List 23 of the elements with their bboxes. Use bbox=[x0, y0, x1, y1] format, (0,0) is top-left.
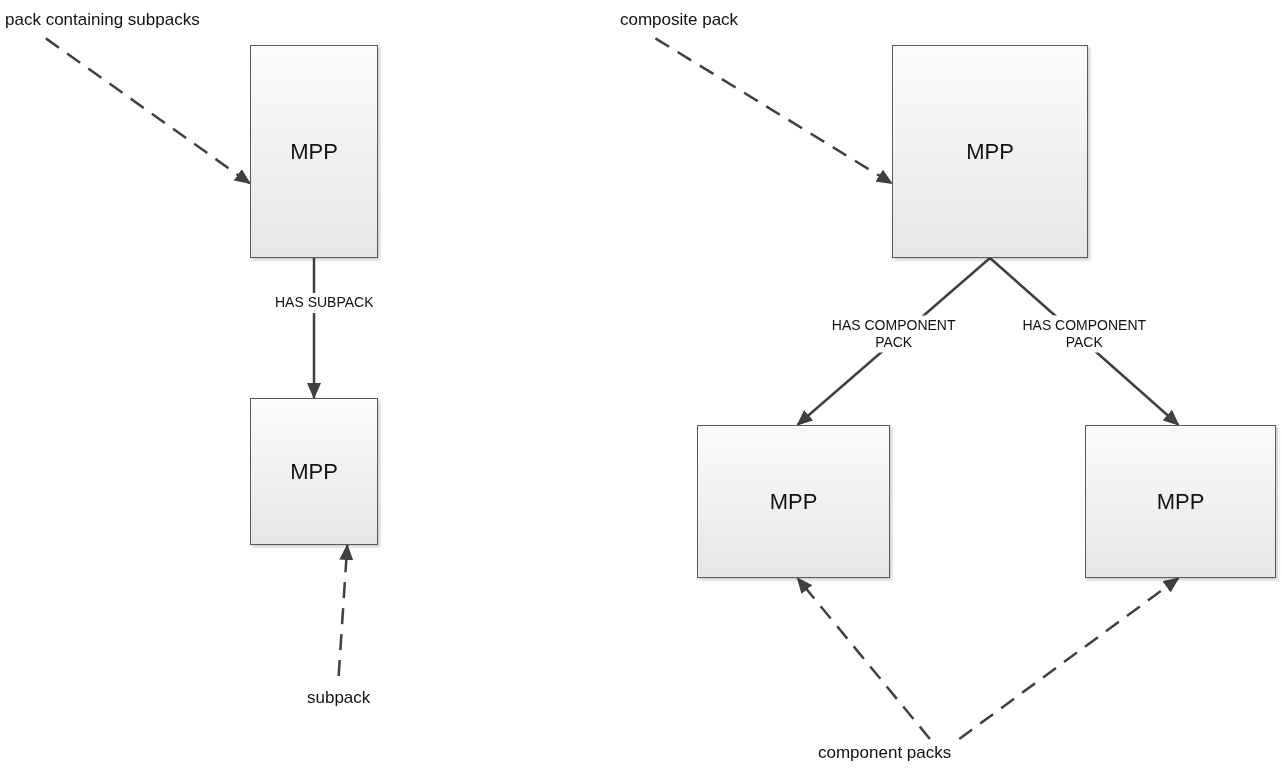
process-box bbox=[250, 398, 378, 545]
arrow bbox=[337, 544, 354, 677]
annotation-text: composite pack bbox=[620, 10, 739, 31]
annotation-text: subpack bbox=[307, 688, 371, 709]
arrow bbox=[45, 37, 251, 185]
arrow bbox=[654, 37, 893, 185]
arrow bbox=[796, 577, 931, 740]
process-box bbox=[250, 45, 378, 258]
process-box bbox=[892, 45, 1088, 258]
annotation-text: pack containing subpacks bbox=[5, 10, 200, 31]
box-label: MPP bbox=[290, 458, 338, 485]
box-label: MPP bbox=[966, 138, 1014, 165]
edge-label: HAS SUBPACK bbox=[273, 293, 376, 313]
box-label: MPP bbox=[1156, 488, 1205, 515]
process-box bbox=[697, 425, 890, 578]
arrow bbox=[958, 577, 1180, 740]
box-label: MPP bbox=[290, 138, 338, 165]
process-box bbox=[1085, 425, 1276, 578]
edge-label: HAS COMPONENT PACK bbox=[829, 315, 958, 352]
arrow bbox=[307, 258, 321, 399]
box-label: MPP bbox=[769, 488, 818, 515]
edge-label: HAS COMPONENT PACK bbox=[1020, 315, 1149, 352]
annotation-text: component packs bbox=[818, 743, 952, 764]
